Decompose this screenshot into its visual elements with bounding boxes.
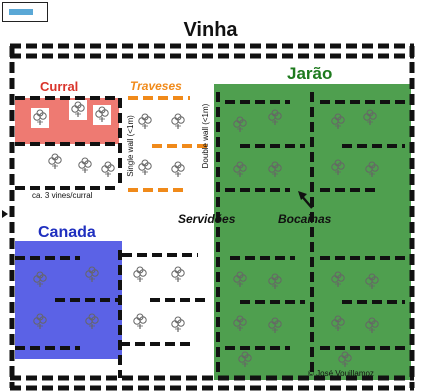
outer-wall (9, 43, 415, 391)
vine-icon (171, 266, 185, 283)
left-edge-marker (2, 210, 8, 218)
traveses-walls (128, 96, 212, 192)
vine-icon (48, 153, 62, 170)
servidoes-label: Servidões (178, 212, 236, 226)
vine-icon (171, 113, 185, 130)
vine-icon (133, 313, 147, 330)
vine-icon (101, 161, 115, 178)
jarao-walls (216, 92, 405, 374)
vine-icon (138, 113, 152, 130)
canada-label: Canada (38, 224, 96, 241)
vine-icon (78, 157, 92, 174)
window-icon (2, 2, 48, 22)
vine-icon (133, 266, 147, 283)
vine-icon (138, 159, 152, 176)
traveses-label: Traveses (130, 79, 182, 93)
vine-icon (171, 316, 185, 333)
double-wall-label: Double wall (<1m) (201, 103, 210, 169)
middle-walls (120, 253, 210, 346)
diagram-title: Vinha (183, 19, 238, 41)
single-wall-label: Single wall (<1m) (126, 115, 135, 177)
curral-walls (15, 96, 122, 190)
curral-label: Curral (40, 79, 79, 94)
bocainas-label: Bocainas (278, 212, 332, 226)
credit-text: © José Vouillamoz (308, 369, 374, 378)
vines-per-curral-note: ca. 3 vines/curral (32, 191, 93, 200)
canada-walls (15, 250, 122, 378)
vine-icon (171, 161, 185, 178)
arrow-icon (298, 191, 313, 209)
jarao-label: Jarão (287, 64, 333, 83)
vine-plants (31, 100, 379, 368)
